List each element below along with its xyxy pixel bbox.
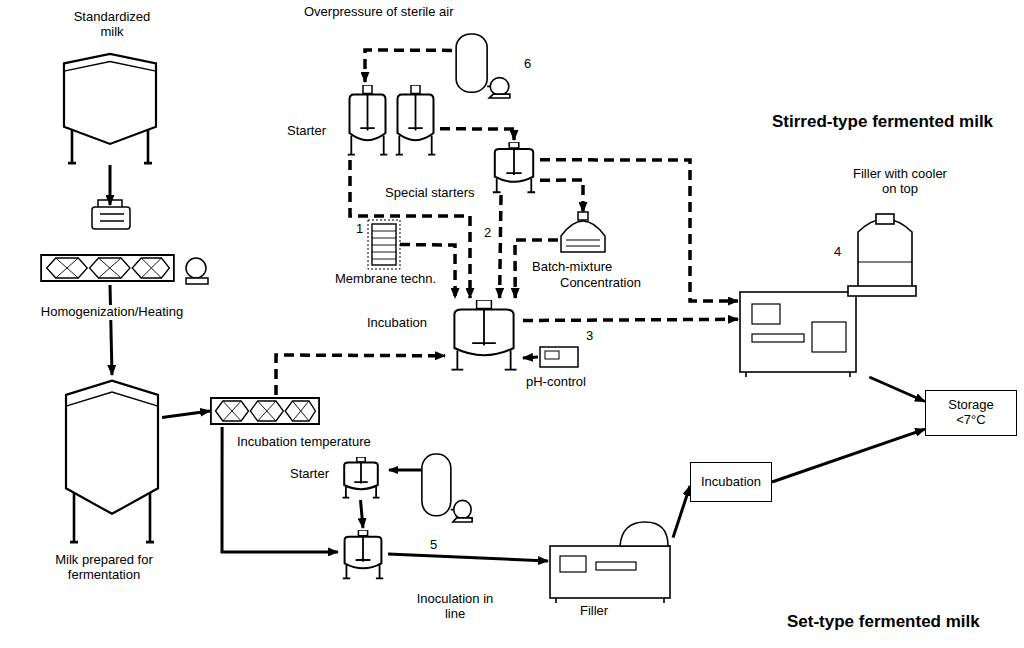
callout-number: 5 xyxy=(428,538,439,553)
homogenizer-heater: Homogenization/Heating xyxy=(40,205,180,285)
dashed-flow-line xyxy=(523,319,738,320)
incubation-tank: Incubation xyxy=(445,298,523,373)
filler-machine: Filler xyxy=(548,522,673,600)
equipment-label: Batch-mixture xyxy=(530,260,614,275)
equipment-label: Incubation temperature xyxy=(235,435,373,450)
equipment-label: Concentration xyxy=(558,276,643,291)
dashed-flow-line xyxy=(540,180,583,212)
sterile-air-tank: Overpressure of sterile air6 xyxy=(452,32,514,100)
concentration-unit: 2Batch-mixtureConcentration xyxy=(558,212,608,254)
equipment-label: Starter xyxy=(285,124,328,139)
flow-line xyxy=(109,165,112,205)
flow-line xyxy=(110,285,112,375)
membrane-unit: 1Membrane techn. xyxy=(368,222,400,267)
dashed-flow-line xyxy=(500,195,501,298)
flow-line xyxy=(673,486,690,538)
flow-line xyxy=(523,357,538,358)
dashed-flow-line xyxy=(540,160,738,301)
dashed-flow-line xyxy=(440,129,514,140)
dashed-flow-line xyxy=(276,355,445,395)
ph-control-unit: 3pH-control xyxy=(538,345,580,369)
inoculation-vessel: 5Inoculation in line xyxy=(338,528,388,580)
equipment-label: Homogenization/Heating xyxy=(10,305,214,320)
equipment-label: Starter xyxy=(288,467,331,482)
heat-exchanger: Incubation temperature xyxy=(210,395,320,427)
dashed-flow-line xyxy=(365,50,452,82)
starter-vessel: Starter xyxy=(338,455,383,500)
equipment-label: Filler xyxy=(578,604,610,619)
flow-line xyxy=(162,411,210,418)
flow-line xyxy=(361,500,364,528)
storage-tank: Milk prepared for fermentation xyxy=(62,375,162,545)
equipment-label: Membrane techn. xyxy=(333,272,438,287)
section-heading: Stirred-type fermented milk xyxy=(770,112,995,132)
equipment-label: Milk prepared for fermentation xyxy=(37,553,171,583)
callout-number: 4 xyxy=(832,245,843,260)
starter-vessels: Starter xyxy=(340,82,440,160)
callout-number: 6 xyxy=(522,57,533,72)
equipment-label: Special starters xyxy=(383,186,477,201)
equipment-label: Standardized milk xyxy=(60,10,164,40)
equipment-label: Incubation xyxy=(365,316,429,331)
equipment-label: Overpressure of sterile air xyxy=(302,5,456,20)
equipment-label: Inoculation in line xyxy=(413,592,497,622)
equipment-label: Filler with cooler on top xyxy=(848,167,952,197)
special-starter-vessel: Special starters xyxy=(488,140,540,195)
storage-box: Storage <7°C xyxy=(925,390,1017,436)
flow-line xyxy=(869,377,925,402)
callout-number: 3 xyxy=(584,329,595,344)
section-heading: Set-type fermented milk xyxy=(785,612,982,632)
box-text: Storage <7°C xyxy=(934,398,1008,428)
flow-line xyxy=(388,554,548,561)
callout-number: 2 xyxy=(482,226,493,241)
incubation-box: Incubation xyxy=(690,462,772,502)
box-text: Incubation xyxy=(699,475,763,490)
callout-number: 1 xyxy=(354,222,365,237)
storage-tank: Standardized milk xyxy=(60,50,160,165)
equipment-label: pH-control xyxy=(524,375,588,390)
filler-with-cooler: Filler with cooler on top4 xyxy=(738,212,913,377)
flow-line xyxy=(772,429,925,482)
